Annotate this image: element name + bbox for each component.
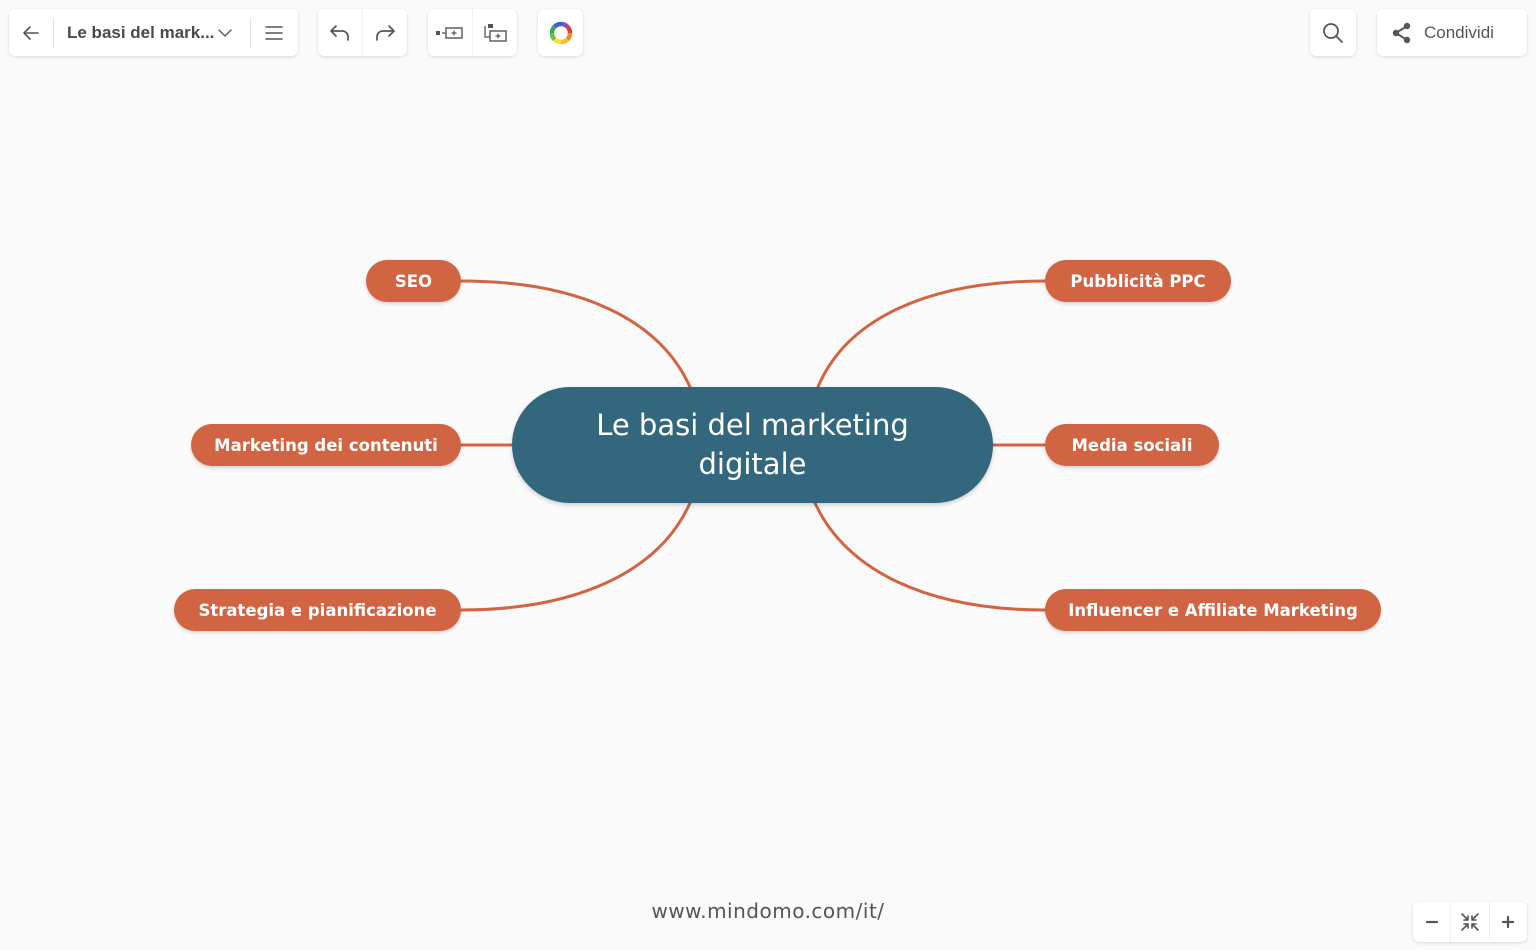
- add-subtopic-icon: [484, 23, 507, 42]
- plus-icon: [1502, 915, 1515, 929]
- theme-button[interactable]: [538, 9, 583, 56]
- connector-ppc: [816, 279, 1047, 389]
- history-toolbar: [318, 9, 407, 56]
- search-icon: [1323, 22, 1343, 43]
- share-icon: [1392, 22, 1411, 43]
- document-toolbar: Le basi del mark...: [9, 9, 298, 56]
- topic-label: SEO: [394, 271, 433, 291]
- connector-influencer: [813, 501, 1047, 612]
- theme-toolbar: [538, 9, 583, 56]
- central-topic-line1: Le basi del marketing: [596, 408, 909, 442]
- divider: [472, 9, 473, 56]
- undo-button[interactable]: [318, 9, 362, 56]
- redo-button[interactable]: [363, 9, 407, 56]
- undo-icon: [330, 24, 349, 41]
- topic-label: Media sociali: [1071, 435, 1193, 455]
- add-subtopic-button[interactable]: [473, 9, 517, 56]
- divider: [250, 17, 251, 48]
- document-title: Le basi del mark...: [67, 22, 215, 42]
- redo-icon: [376, 24, 395, 41]
- add-sibling-topic-button[interactable]: [428, 9, 472, 56]
- share-toolbar: Condividi: [1377, 9, 1527, 56]
- divider: [362, 9, 363, 56]
- arrow-left-icon: [23, 25, 39, 40]
- zoom-in-button[interactable]: [1490, 902, 1527, 942]
- color-theme-wheel-icon: [549, 21, 572, 44]
- collapse-arrows-icon: [1461, 913, 1479, 931]
- search-toolbar: [1310, 9, 1356, 56]
- insert-toolbar: [428, 9, 517, 56]
- document-title-dropdown[interactable]: Le basi del mark...: [54, 9, 250, 56]
- topic-influencer-affiliate[interactable]: Influencer e Affiliate Marketing: [1045, 589, 1381, 631]
- footer-url: www.mindomo.com/it/: [651, 899, 885, 923]
- share-label: Condividi: [1424, 22, 1494, 42]
- main-menu-button[interactable]: [251, 9, 297, 56]
- back-button[interactable]: [9, 9, 53, 56]
- share-button[interactable]: Condividi: [1377, 9, 1527, 56]
- topic-pubblicita-ppc[interactable]: Pubblicità PPC: [1045, 260, 1231, 302]
- fit-to-screen-button[interactable]: [1451, 902, 1488, 942]
- divider: [53, 17, 54, 48]
- zoom-out-button[interactable]: [1413, 902, 1450, 942]
- topic-seo[interactable]: SEO: [366, 260, 461, 302]
- divider: [1488, 902, 1490, 942]
- topic-media-sociali[interactable]: Media sociali: [1045, 424, 1219, 466]
- divider: [1450, 902, 1452, 942]
- topic-label: Pubblicità PPC: [1070, 271, 1206, 291]
- add-sibling-topic-icon: [436, 26, 463, 39]
- topic-label: Influencer e Affiliate Marketing: [1068, 600, 1358, 620]
- central-topic[interactable]: Le basi del marketing digitale: [512, 387, 993, 503]
- zoom-controls: [1413, 902, 1527, 942]
- connector-seo: [459, 279, 692, 389]
- topic-marketing-contenuti[interactable]: Marketing dei contenuti: [191, 424, 461, 466]
- hamburger-menu-icon: [265, 25, 283, 40]
- minus-icon: [1425, 920, 1438, 924]
- topic-strategia-pianificazione[interactable]: Strategia e pianificazione: [174, 589, 461, 631]
- connector-strategia: [459, 501, 692, 612]
- search-button[interactable]: [1310, 9, 1356, 56]
- topic-label: Strategia e pianificazione: [198, 600, 437, 620]
- chevron-down-icon: [218, 28, 233, 37]
- central-topic-line2: digitale: [698, 447, 807, 481]
- topic-label: Marketing dei contenuti: [214, 435, 438, 455]
